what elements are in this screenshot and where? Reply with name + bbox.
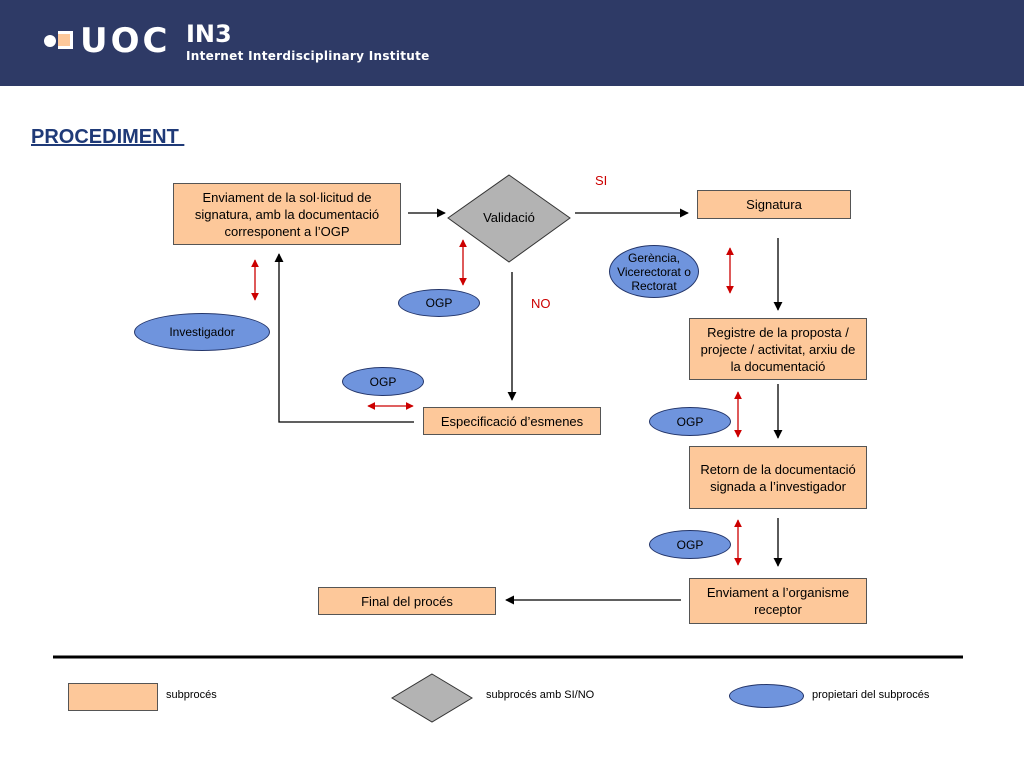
label-no: NO (531, 296, 551, 311)
box-final-text: Final del procés (361, 593, 453, 609)
owner-gerencia: Gerència, Vicerectorat o Rectorat (609, 245, 699, 298)
legend-subproces-label: subprocés (166, 689, 217, 701)
owner-gerencia-text: Gerència, Vicerectorat o Rectorat (617, 250, 691, 293)
owner-ogp-retorn: OGP (649, 530, 731, 559)
arrow-esmenes-back-to-enviament (274, 253, 414, 423)
box-retorn-text: Retorn de la documentació signada a l’in… (700, 461, 856, 494)
box-enviament-organisme-text: Enviament a l’organisme receptor (706, 585, 850, 617)
header-banner: UOC IN3 Internet Interdisciplinary Insti… (0, 0, 1024, 86)
page-title: PROCEDIMENT (31, 126, 185, 148)
legend-process-box (68, 683, 158, 711)
validacio-label: Validació (483, 210, 535, 225)
owner-investigador: Investigador (134, 313, 270, 351)
owner-ogp-esmenes: OGP (342, 367, 424, 396)
in3-logo-subtitle: Internet Interdisciplinary Institute (186, 49, 430, 63)
owner-ogp-registre-text: OGP (676, 414, 704, 429)
legend-subproces-si-no-label: subprocés amb SI/NO (486, 689, 595, 701)
in3-logo: IN3 Internet Interdisciplinary Institute (186, 22, 430, 64)
owner-ogp-esmenes-text: OGP (369, 374, 397, 389)
box-enviament-sollicitud: Enviament de la sol·licitud de signatura… (173, 183, 401, 245)
uoc-logo: UOC (44, 24, 170, 58)
box-enviament-sollicitud-text: Enviament de la sol·licitud de signatura… (194, 189, 380, 239)
box-especificacio-esmenes-text: Especificació d’esmenes (440, 413, 584, 429)
box-especificacio-esmenes: Especificació d’esmenes (423, 407, 601, 435)
owner-investigador-text: Investigador (169, 325, 235, 339)
legend-propietari-label: propietari del subprocés (812, 689, 930, 701)
legend-diamond (391, 673, 473, 723)
box-registre-text: Registre de la proposta / projecte / act… (700, 324, 856, 374)
uoc-logo-icon (44, 29, 74, 53)
box-signatura-text: Signatura (746, 197, 802, 212)
validacio-diamond (447, 174, 571, 263)
box-signatura: Signatura (697, 190, 851, 219)
box-registre: Registre de la proposta / projecte / act… (689, 318, 867, 380)
box-retorn: Retorn de la documentació signada a l’in… (689, 446, 867, 509)
in3-logo-text: IN3 (186, 20, 232, 48)
owner-ogp-validacio-text: OGP (425, 296, 453, 310)
box-final: Final del procés (318, 587, 496, 615)
label-si: SI (595, 173, 608, 188)
owner-ogp-retorn-text: OGP (676, 537, 704, 552)
box-enviament-organisme: Enviament a l’organisme receptor (689, 578, 867, 624)
owner-ogp-validacio: OGP (398, 289, 480, 317)
uoc-logo-text: UOC (80, 21, 171, 61)
owner-ogp-registre: OGP (649, 407, 731, 436)
legend-owner-ellipse (729, 684, 804, 708)
